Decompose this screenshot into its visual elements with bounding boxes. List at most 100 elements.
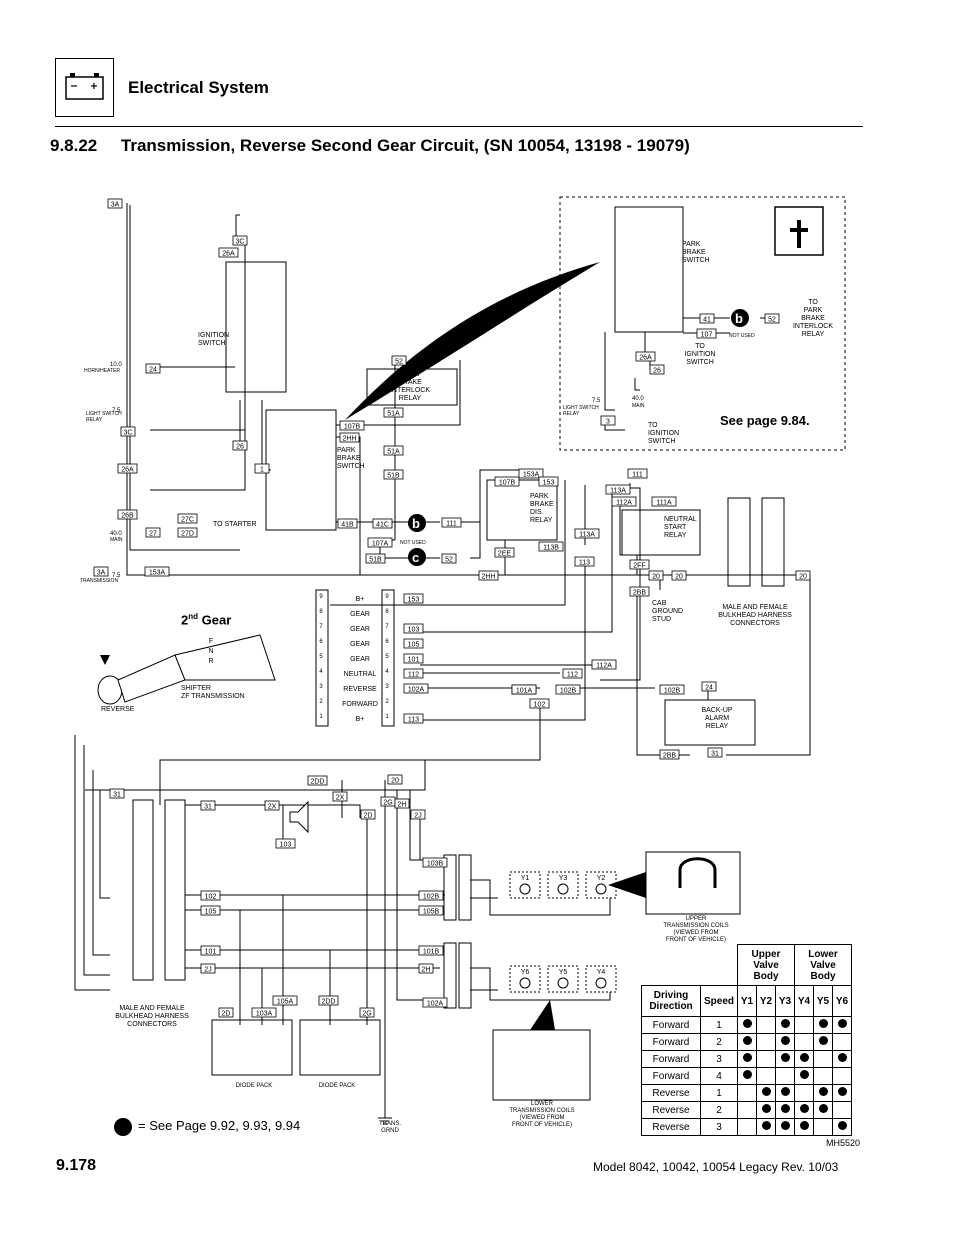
wire-2bb-box — [629, 586, 650, 597]
inset-wire-52: 52 — [768, 317, 776, 324]
inset-to-ignition-label: TO — [695, 343, 705, 350]
inset-dashed-box — [559, 196, 846, 451]
backup-alarm-label: RELAY — [706, 723, 729, 730]
inset-wire-41: 41 — [703, 317, 711, 324]
trans-grnd-label: TRANS. — [379, 1121, 401, 1127]
active-coil-dot — [837, 1121, 847, 1130]
figure-id: MH5520 — [826, 1138, 861, 1148]
upper-valve-header: Upper Valve Body — [737, 944, 795, 986]
wire-111a: 111A — [656, 500, 672, 507]
active-coil-dot — [761, 1121, 771, 1130]
upper-coil-icon — [519, 883, 531, 895]
upper-coils-label: TRANSMISSION COILS — [663, 923, 728, 929]
wire-102b: 102B — [423, 894, 440, 901]
inset-fuse-40-label: 40.0 — [632, 396, 644, 402]
wire-111a-box — [651, 496, 677, 507]
coil-cell — [813, 1101, 833, 1119]
wire-24: 24 — [149, 367, 157, 374]
coil-cell — [737, 1067, 757, 1085]
inset-wire-26a: 26A — [639, 355, 652, 362]
wire-2h-box — [394, 798, 410, 809]
upper-coil-label-y3: Y3 — [559, 875, 568, 882]
wire-2dd-box — [307, 775, 328, 786]
coil-cell — [794, 1101, 814, 1119]
wire-2ee-box — [494, 547, 515, 558]
wire-2bb: 2BB — [633, 590, 647, 597]
shifter-pin-left-6: 6 — [319, 639, 323, 645]
wire-101a: 101A — [516, 688, 533, 695]
shifter-pin-label: NEUTRAL — [344, 671, 377, 678]
shifter-wire-153: 153 — [408, 597, 420, 604]
inset-light-switch-label: RELAY — [563, 411, 580, 417]
coil-cell — [737, 1118, 757, 1136]
shifter-wire-105-box — [403, 638, 424, 649]
speaker-icon — [289, 800, 309, 834]
wire-31-box — [707, 747, 723, 758]
wire-26b: 26B — [121, 513, 134, 520]
inset-wire-26: 26 — [653, 368, 661, 375]
wire-105-box — [200, 905, 221, 916]
inset-to-ignition-label: IGNITION — [684, 351, 715, 358]
wire-2d-box — [218, 1007, 234, 1018]
inset-light-switch-label: LIGHT SWITCH — [563, 405, 599, 411]
coil-cell — [737, 1050, 757, 1068]
shifter-pin-label: B+ — [356, 596, 365, 603]
wire-27c-box — [177, 513, 198, 524]
neutral-start-label: RELAY — [664, 532, 687, 539]
lower-coil-label-y4: Y4 — [597, 969, 606, 976]
direction-cell: Reverse — [641, 1118, 701, 1136]
wire-24-box — [701, 681, 717, 692]
coil-header-y6: Y6 — [832, 985, 852, 1017]
wire-1-box — [254, 463, 270, 474]
horn-heater-label: HORN/HEATER — [84, 368, 120, 374]
active-coil-dot — [742, 1070, 752, 1079]
park-brake-switch-label: PARK — [337, 447, 356, 454]
active-coil-dot — [780, 1036, 790, 1045]
shifter-wire-112: 112 — [408, 672, 419, 679]
coil-cell — [756, 1118, 776, 1136]
shifter-wire-103-box — [403, 623, 424, 634]
wire-102b-box — [555, 684, 581, 695]
wire-2d: 2D — [364, 813, 373, 820]
section-number: 9.8.22 — [50, 136, 98, 155]
active-coil-dot — [780, 1019, 790, 1028]
wire-2j-box — [200, 963, 216, 974]
see-page-note: See page 9.84. — [720, 413, 810, 428]
wire-31: 31 — [113, 792, 121, 799]
wire-51a: 51A — [387, 411, 400, 418]
wire-52: 52 — [445, 557, 453, 564]
bulkhead-upper-label: MALE AND FEMALE — [722, 604, 788, 611]
fnr-n-label: N — [208, 648, 213, 655]
inset-to-ignition-label: SWITCH — [686, 359, 714, 366]
inset-to-ignition2-label: IGNITION — [648, 430, 679, 437]
wire-113b-box — [538, 541, 564, 552]
wire-101b: 101B — [423, 949, 440, 956]
wire-101a-box — [511, 684, 537, 695]
wire-20-box — [795, 570, 811, 581]
coil-cell — [737, 1084, 757, 1102]
wire-3a: 3A — [97, 570, 106, 577]
wire-107b-box — [494, 476, 520, 487]
lower-coil-label-y6: Y6 — [521, 969, 530, 976]
coil-cell — [832, 1016, 852, 1034]
wire-41c-box — [372, 518, 393, 529]
wire-20: 20 — [675, 574, 683, 581]
ignition-switch-label: SWITCH — [198, 340, 226, 347]
shifter-pin-right-7: 7 — [385, 624, 389, 630]
wire-102a-box — [422, 997, 448, 1008]
wire-27d-box — [177, 527, 198, 538]
shifter-wire-101-box — [403, 653, 424, 664]
wire-2dd: 2DD — [321, 999, 335, 1006]
upper-coils-label: UPPER — [686, 916, 707, 922]
shifter-pin-left-7: 7 — [319, 624, 323, 630]
inset-wire-26a-box — [635, 351, 656, 362]
active-coil-dot — [799, 1053, 809, 1062]
wire-52-box — [441, 553, 457, 564]
upper-coil-icon — [557, 883, 569, 895]
to-starter-label: TO STARTER — [213, 521, 257, 528]
wire-2hh: 2HH — [342, 436, 356, 443]
speed-cell: 4 — [700, 1067, 738, 1085]
coil-cell — [794, 1118, 814, 1136]
active-coil-dot — [818, 1036, 828, 1045]
